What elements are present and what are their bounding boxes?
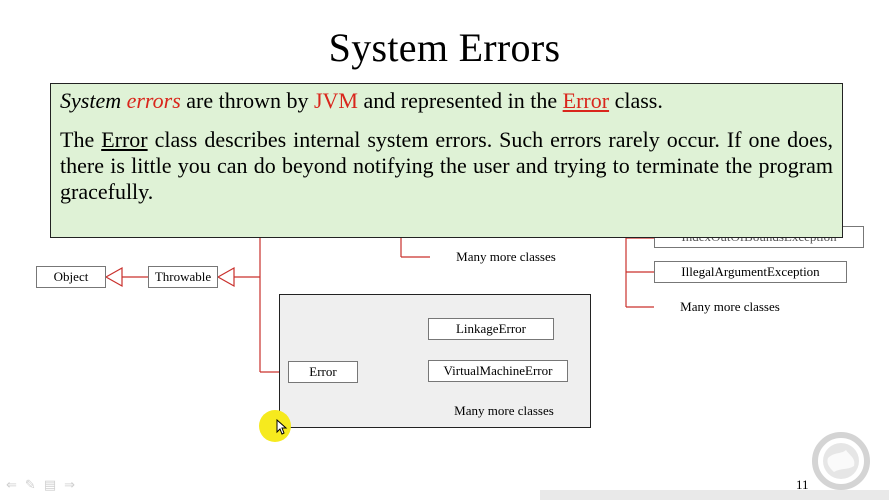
- slide-nav-controls[interactable]: ⇐ ✎ ▤ ⇒: [6, 478, 75, 493]
- slide-title: System Errors: [328, 25, 561, 70]
- cursor-highlight: [259, 410, 291, 442]
- previous-slide-icon[interactable]: ⇐: [6, 478, 17, 493]
- object-class-box: Object: [36, 266, 106, 288]
- system-word: System: [60, 88, 122, 113]
- illegal-argument-exception-box: IllegalArgumentException: [654, 261, 847, 283]
- linkage-error-box: LinkageError: [428, 318, 554, 340]
- runtime-many-more-label: Many more classes: [654, 296, 806, 318]
- footer-strip: [540, 490, 889, 500]
- throwable-class-box: Throwable: [148, 266, 218, 288]
- globe-logo-icon: [812, 432, 870, 490]
- menu-icon[interactable]: ▤: [43, 478, 57, 493]
- callout-text-1: are thrown by: [180, 88, 314, 113]
- callout-paragraph-1: System errors are thrown by JVM and repr…: [60, 88, 833, 114]
- error-class-box: Error: [288, 361, 358, 383]
- pen-icon[interactable]: ✎: [24, 478, 36, 493]
- callout-paragraph-2: The Error class describes internal syste…: [60, 127, 833, 205]
- page-number: 11: [796, 477, 809, 492]
- callout-text-2: and represented in the: [358, 88, 563, 113]
- callout-text-3: class.: [614, 88, 663, 113]
- callout-text-4: The: [60, 127, 102, 152]
- jvm-word: JVM: [313, 88, 358, 113]
- system-errors-callout: System errors are thrown by JVM and repr…: [50, 83, 843, 238]
- errors-word: errors: [126, 88, 181, 113]
- error-word-underlined: Error: [101, 127, 148, 152]
- mouse-pointer-icon: [276, 419, 288, 435]
- error-many-more-label: Many more classes: [454, 403, 554, 418]
- next-slide-icon[interactable]: ⇒: [64, 478, 76, 493]
- error-class-link[interactable]: Error: [562, 88, 610, 113]
- virtual-machine-error-box: VirtualMachineError: [428, 360, 568, 382]
- callout-text-5: class describes internal system errors. …: [60, 127, 834, 204]
- exception-many-more-label: Many more classes: [430, 246, 582, 268]
